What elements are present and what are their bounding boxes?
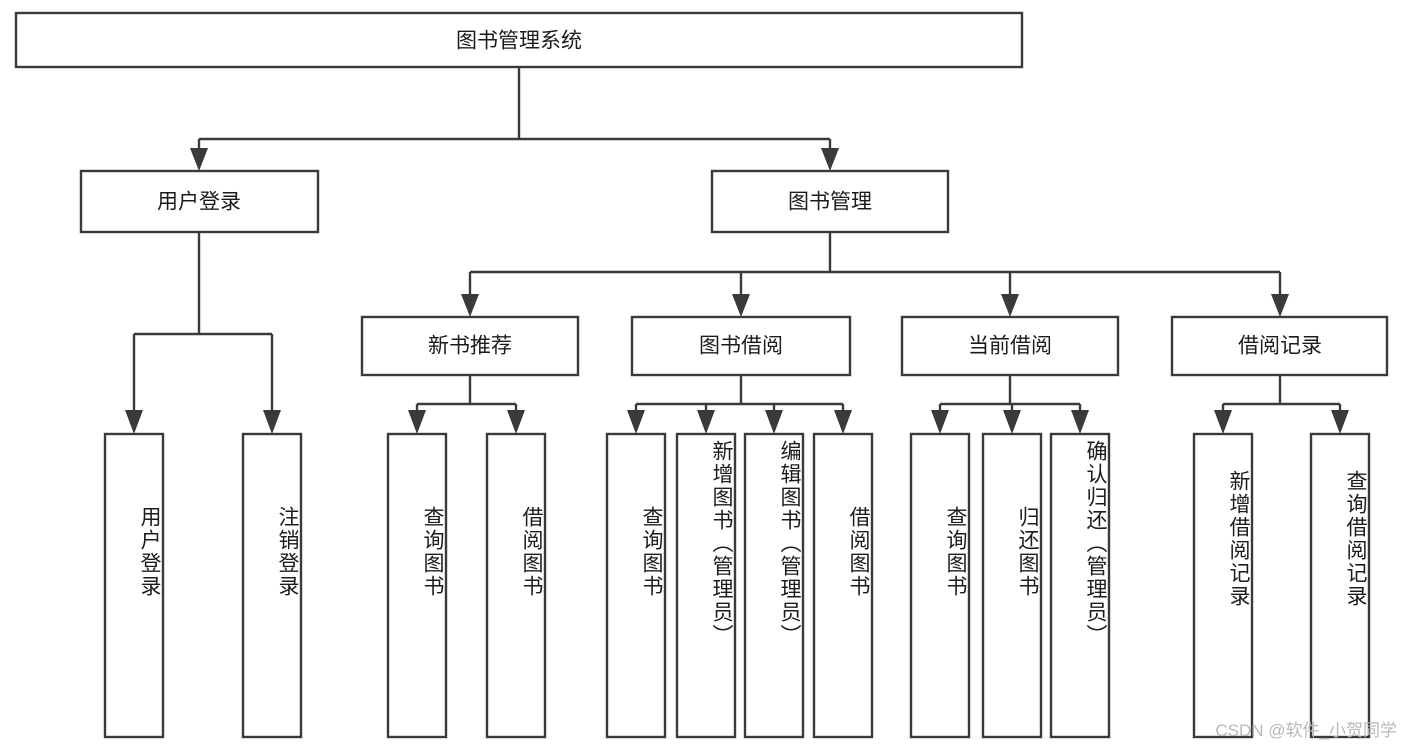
node-user-login-label: 用户登录 (157, 191, 241, 214)
arrow-head-leaf-user-login (125, 410, 143, 434)
node-user-login[interactable]: 用户登录 (79, 169, 320, 234)
leaf-box-query-book-cb[interactable] (909, 432, 971, 739)
node-current-borrow[interactable]: 当前借阅 (900, 315, 1120, 377)
connector-user-login-to-leaves (125, 232, 281, 434)
node-book-manage-label: 图书管理 (788, 191, 872, 214)
arrow-head-bb-leaf-2 (697, 410, 715, 434)
arrow-head-nbr-leaf-1 (408, 410, 426, 434)
node-borrow-record[interactable]: 借阅记录 (1170, 315, 1389, 377)
leaf-box-edit-book-admin[interactable] (743, 432, 805, 739)
leaf-box-query-book-nbr[interactable] (386, 432, 448, 739)
node-root[interactable]: 图书管理系统 (14, 11, 1024, 69)
arrow-head-nbr-leaf-2 (507, 410, 525, 434)
node-book-manage[interactable]: 图书管理 (710, 169, 950, 234)
arrow-head-book-manage (821, 148, 839, 171)
node-borrow-record-box[interactable] (1170, 315, 1389, 377)
leaf-box-query-borrow-rec[interactable] (1309, 432, 1371, 739)
leaf-box-return-book[interactable] (981, 432, 1043, 739)
connector-book-manage-to-level3 (461, 232, 1289, 317)
node-current-borrow-box[interactable] (900, 315, 1120, 377)
arrow-head-br-leaf-1 (1214, 410, 1232, 434)
arrow-head-cb-leaf-3 (1071, 410, 1089, 434)
leaf-box-confirm-return[interactable] (1049, 432, 1111, 739)
connector-current-borrow-to-leaves (931, 375, 1089, 434)
arrow-head-new-book-rec (461, 294, 479, 317)
node-book-borrow-label: 图书借阅 (699, 335, 783, 358)
node-root-box[interactable] (14, 11, 1024, 69)
connector-new-book-recommend-to-leaves (408, 375, 525, 434)
arrow-head-bb-leaf-4 (834, 410, 852, 434)
leaf-box-add-book-admin[interactable] (675, 432, 737, 739)
connector-book-borrow-to-leaves (627, 375, 852, 434)
node-book-borrow-box[interactable] (630, 315, 852, 377)
node-book-borrow[interactable]: 图书借阅 (630, 315, 852, 377)
arrow-head-br-leaf-2 (1331, 410, 1349, 434)
node-borrow-record-label: 借阅记录 (1238, 335, 1322, 358)
leaf-box-borrow-book-bb[interactable] (812, 432, 874, 739)
arrow-head-bb-leaf-1 (627, 410, 645, 434)
arrow-head-current-borrow (1001, 294, 1019, 317)
leaf-box-add-borrow-record[interactable] (1192, 432, 1254, 739)
arrow-head-cb-leaf-1 (931, 410, 949, 434)
arrow-head-leaf-logout (263, 410, 281, 434)
connector-borrow-record-to-leaves (1214, 375, 1349, 434)
leaf-box-query-book-bb[interactable] (605, 432, 667, 739)
node-current-borrow-label: 当前借阅 (968, 335, 1052, 358)
connector-root-to-level2 (190, 67, 839, 171)
arrow-head-bb-leaf-3 (765, 410, 783, 434)
leaf-box-user-login[interactable] (103, 432, 165, 739)
arrow-head-book-borrow (732, 294, 750, 317)
node-new-book-recommend-label: 新书推荐 (428, 335, 512, 358)
leaf-box-borrow-book-nbr[interactable] (485, 432, 547, 739)
node-root-label: 图书管理系统 (456, 30, 582, 53)
csdn-watermark: CSDN @软件_小贺同学 (1215, 721, 1397, 740)
arrow-head-cb-leaf-2 (1003, 410, 1021, 434)
node-new-book-recommend[interactable]: 新书推荐 (360, 315, 580, 377)
leaf-box-logout-login[interactable] (241, 432, 303, 739)
arrow-head-borrow-record (1271, 294, 1289, 317)
node-new-book-recommend-box[interactable] (360, 315, 580, 377)
node-book-manage-box[interactable] (710, 169, 950, 234)
arrow-head-user-login (190, 148, 208, 171)
